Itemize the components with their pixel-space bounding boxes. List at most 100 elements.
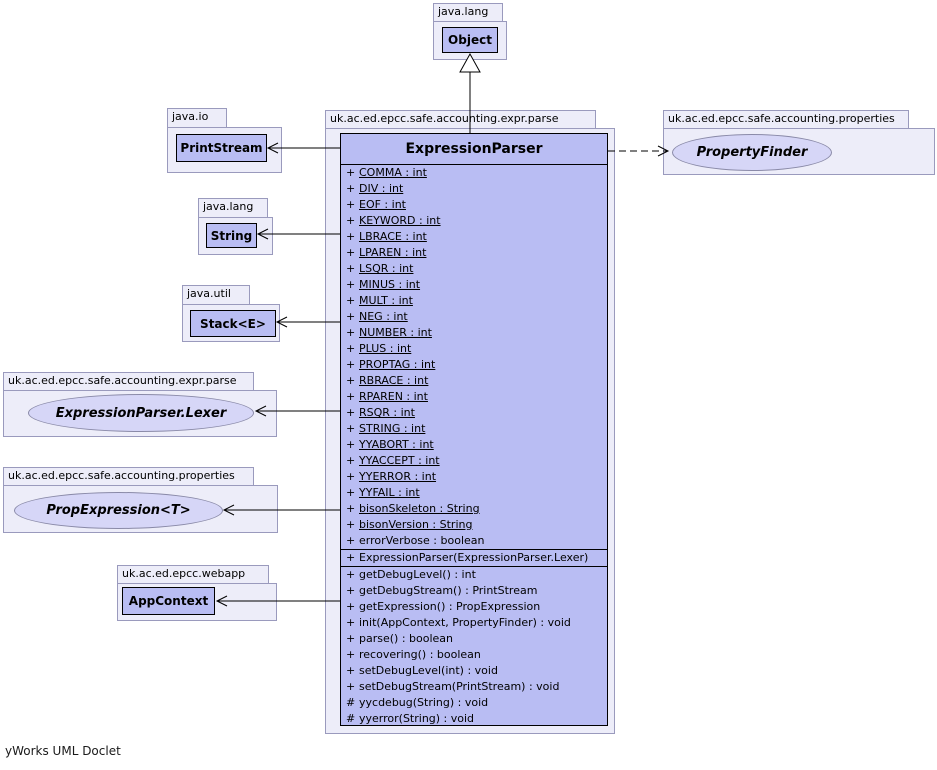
visibility-symbol: +	[346, 470, 356, 483]
visibility-symbol: +	[346, 648, 356, 661]
visibility-symbol: +	[346, 278, 356, 291]
attribute-label: STRING : int	[359, 422, 426, 435]
attribute-row: + LBRACE : int	[341, 229, 607, 245]
attribute-row: + EOF : int	[341, 197, 607, 213]
package-label-propertyfinder: uk.ac.ed.epcc.safe.accounting.properties	[663, 110, 909, 129]
visibility-symbol: +	[346, 198, 356, 211]
attribute-label: LBRACE : int	[359, 230, 427, 243]
attribute-label: YYERROR : int	[359, 470, 437, 483]
method-label: recovering() : boolean	[359, 648, 481, 661]
attribute-row: + YYABORT : int	[341, 437, 607, 453]
constructor-section: + ExpressionParser(ExpressionParser.Lexe…	[341, 549, 607, 567]
attribute-row: + YYERROR : int	[341, 469, 607, 485]
attribute-row: + COMMA : int	[341, 165, 607, 181]
attribute-label: PROPTAG : int	[359, 358, 436, 371]
method-label: yyerror(String) : void	[359, 712, 475, 725]
attribute-label: NEG : int	[359, 310, 408, 323]
attribute-row: + LSQR : int	[341, 261, 607, 277]
attribute-row: + RPAREN : int	[341, 389, 607, 405]
package-label-java-lang-string: java.lang	[198, 198, 268, 218]
attribute-row: + bisonSkeleton : String	[341, 501, 607, 517]
attribute-label: RSQR : int	[359, 406, 415, 419]
visibility-symbol: +	[346, 518, 356, 531]
class-stack[interactable]: Stack<E>	[190, 310, 276, 337]
class-title[interactable]: ExpressionParser	[341, 134, 607, 165]
attribute-row: + KEYWORD : int	[341, 213, 607, 229]
method-row: + setDebugStream(PrintStream) : void	[341, 679, 607, 695]
visibility-symbol: +	[346, 502, 356, 515]
visibility-symbol: #	[346, 712, 356, 725]
visibility-symbol: +	[346, 680, 356, 693]
visibility-symbol: +	[346, 182, 356, 195]
interface-propertyfinder[interactable]: PropertyFinder	[672, 134, 832, 171]
visibility-symbol: +	[346, 534, 356, 547]
method-row: + init(AppContext, PropertyFinder) : voi…	[341, 615, 607, 631]
attribute-label: bisonVersion : String	[359, 518, 473, 531]
attribute-label: YYACCEPT : int	[359, 454, 440, 467]
method-label: parse() : boolean	[359, 632, 454, 645]
attribute-row: + RBRACE : int	[341, 373, 607, 389]
method-label: setDebugStream(PrintStream) : void	[359, 680, 560, 693]
visibility-symbol: +	[346, 406, 356, 419]
constructor-label: ExpressionParser(ExpressionParser.Lexer)	[359, 551, 589, 564]
method-label: getDebugLevel() : int	[359, 568, 476, 581]
attributes-section: + COMMA : int + DIV : int + EOF : int + …	[341, 165, 607, 549]
class-string[interactable]: String	[206, 223, 257, 248]
method-row: + recovering() : boolean	[341, 647, 607, 663]
attribute-row: + YYACCEPT : int	[341, 453, 607, 469]
visibility-symbol: +	[346, 568, 356, 581]
interface-expressionparser-lexer[interactable]: ExpressionParser.Lexer	[28, 394, 254, 432]
attribute-row: + LPAREN : int	[341, 245, 607, 261]
visibility-symbol: #	[346, 696, 356, 709]
attribute-label: KEYWORD : int	[359, 214, 441, 227]
class-object[interactable]: Object	[442, 27, 498, 53]
visibility-symbol: +	[346, 326, 356, 339]
attribute-row: + YYFAIL : int	[341, 485, 607, 501]
package-label-java-io: java.io	[167, 108, 227, 128]
class-appcontext[interactable]: AppContext	[122, 587, 215, 615]
visibility-symbol: +	[346, 262, 356, 275]
visibility-symbol: +	[346, 438, 356, 451]
attribute-row: + MULT : int	[341, 293, 607, 309]
method-row: + setDebugLevel(int) : void	[341, 663, 607, 679]
visibility-symbol: +	[346, 616, 356, 629]
visibility-symbol: +	[346, 246, 356, 259]
package-label-main: uk.ac.ed.epcc.safe.accounting.expr.parse	[325, 110, 596, 129]
class-printstream[interactable]: PrintStream	[176, 134, 267, 162]
package-label-lexer: uk.ac.ed.epcc.safe.accounting.expr.parse	[3, 372, 254, 391]
method-label: setDebugLevel(int) : void	[359, 664, 498, 677]
method-row: # yyerror(String) : void	[341, 711, 607, 725]
attribute-row: + errorVerbose : boolean	[341, 533, 607, 549]
package-label-java-util: java.util	[182, 285, 250, 305]
attribute-label: EOF : int	[359, 198, 406, 211]
attribute-label: NUMBER : int	[359, 326, 432, 339]
method-row: + getExpression() : PropExpression	[341, 599, 607, 615]
attribute-label: PLUS : int	[359, 342, 412, 355]
doclet-credit-label: yWorks UML Doclet	[5, 744, 121, 758]
attribute-label: YYABORT : int	[359, 438, 434, 451]
attribute-label: LSQR : int	[359, 262, 414, 275]
attribute-label: COMMA : int	[359, 166, 427, 179]
visibility-symbol: +	[346, 584, 356, 597]
attribute-row: + RSQR : int	[341, 405, 607, 421]
attribute-row: + PROPTAG : int	[341, 357, 607, 373]
visibility-symbol: +	[346, 374, 356, 387]
attribute-row: + STRING : int	[341, 421, 607, 437]
interface-propexpression[interactable]: PropExpression<T>	[14, 492, 223, 529]
visibility-symbol: +	[346, 342, 356, 355]
attribute-row: + DIV : int	[341, 181, 607, 197]
visibility-symbol: +	[346, 600, 356, 613]
visibility-symbol: +	[346, 358, 356, 371]
visibility-symbol: +	[346, 166, 356, 179]
visibility-symbol: +	[346, 486, 356, 499]
attribute-label: RPAREN : int	[359, 390, 428, 403]
attribute-label: MINUS : int	[359, 278, 421, 291]
attribute-row: + NEG : int	[341, 309, 607, 325]
attribute-label: YYFAIL : int	[359, 486, 420, 499]
method-row: # yycdebug(String) : void	[341, 695, 607, 711]
attribute-row: + bisonVersion : String	[341, 517, 607, 533]
class-expressionparser: ExpressionParser + COMMA : int + DIV : i…	[340, 133, 608, 726]
visibility-symbol: +	[346, 551, 356, 564]
visibility-symbol: +	[346, 294, 356, 307]
